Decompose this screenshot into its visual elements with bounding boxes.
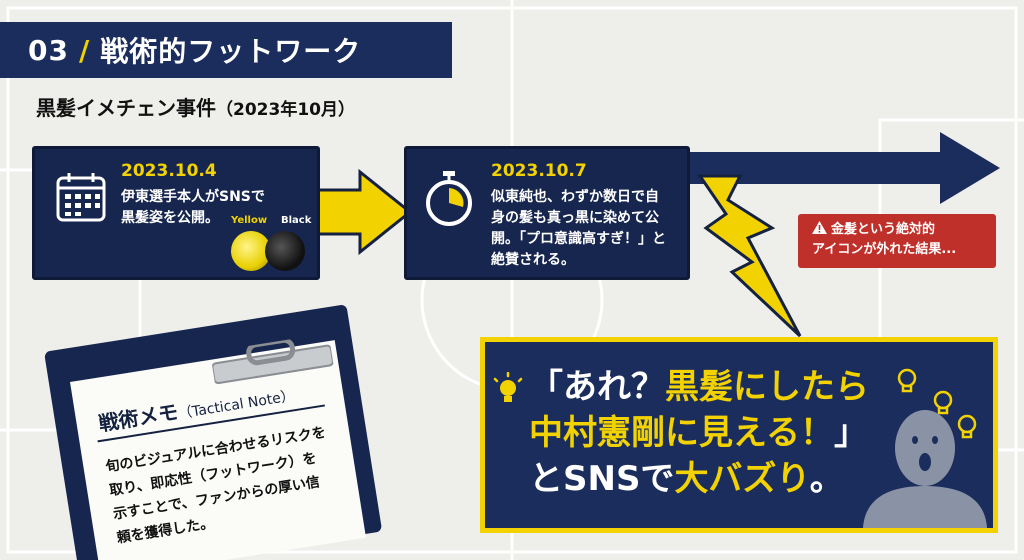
- event-card-1: 2023.10.4 伊東選手本人がSNSで 黒髪姿を公開。 Yellow Bla…: [32, 146, 320, 280]
- lightbulb-icon: [493, 372, 523, 402]
- subtitle-text: 黒髪イメチェン事件: [36, 96, 216, 120]
- event-text: 伊東選手本人がSNSで 黒髪姿を公開。: [121, 187, 265, 229]
- swatch-black: [265, 231, 305, 271]
- timeline-arrow: [640, 132, 1000, 204]
- event-date: 2023.10.7: [491, 161, 587, 181]
- quote-highlight-3: 大バズり: [674, 459, 810, 499]
- title-slash: /: [78, 33, 91, 67]
- warning-box: 金髪という絶対的 アイコンが外れた結果...: [798, 214, 996, 268]
- quote-highlight-2: 中村憲剛に見える！: [529, 413, 834, 453]
- event-card-2: 2023.10.7 似東純也、わずか数日で自 身の髪も真っ黒に染めて公 開。「プ…: [404, 146, 690, 280]
- surprised-person-icon: [863, 410, 987, 528]
- memo-title-en: （Tactical Note）: [177, 388, 296, 423]
- subtitle: 黒髪イメチェン事件（2023年10月）: [36, 92, 355, 121]
- event-line: 黒髪姿を公開。: [121, 210, 219, 226]
- quote-highlight-1: 黒髪にしたら: [665, 367, 869, 407]
- swatch-black-label: Black: [281, 215, 312, 226]
- event-text: 似東純也、わずか数日で自 身の髪も真っ黒に染めて公 開。「プロ意識高すぎ！」と …: [491, 187, 666, 271]
- quote-text: 「あれ？黒髪にしたら 中村憲剛に見える！」 とSNSで大バズり。: [529, 364, 869, 502]
- warning-text-1: 金髪という絶対的: [831, 222, 936, 237]
- lightning-bolt-icon: [697, 174, 802, 338]
- memo-title: 戦術メモ（Tactical Note）: [96, 377, 296, 437]
- event-line: 開。「プロ意識高すぎ！」と: [491, 231, 666, 247]
- yellow-connector-arrow: [314, 168, 413, 256]
- event-line: 伊東選手本人がSNSで: [121, 189, 265, 205]
- quote-open: 「あれ？: [529, 367, 665, 407]
- swatch-yellow-label: Yellow: [231, 215, 268, 226]
- event-line: 絶賛される。: [491, 252, 575, 268]
- lightbulbs-icon: [897, 368, 977, 439]
- yellow-black-swatch: [231, 231, 307, 271]
- quote-period: 。: [809, 459, 844, 499]
- quote-line-1: 「あれ？黒髪にしたら: [529, 364, 869, 410]
- quote-sns: とSNSで: [529, 459, 675, 499]
- memo-body: 旬のビジュアルに合わせるリスクを 取り、即応性（フットワーク）を 示すことで、フ…: [104, 419, 352, 551]
- section-title-bar: 03 / 戦術的フットワーク: [0, 22, 452, 78]
- section-number: 03: [28, 33, 69, 67]
- quote-line-3: とSNSで大バズり。: [529, 456, 869, 502]
- event-date: 2023.10.4: [121, 161, 217, 181]
- quote-line-2: 中村憲剛に見える！」: [529, 410, 869, 456]
- event-line: 似東純也、わずか数日で自: [491, 189, 659, 205]
- swatch-yellow: [231, 231, 271, 271]
- warning-icon: [812, 221, 827, 234]
- event-line: 身の髪も真っ黒に染めて公: [491, 210, 659, 226]
- stopwatch-icon: [426, 171, 472, 226]
- quote-box: 「あれ？黒髪にしたら 中村憲剛に見える！」 とSNSで大バズり。: [480, 337, 998, 533]
- subtitle-date: （2023年10月）: [216, 100, 355, 120]
- warning-text-2: アイコンが外れた結果...: [812, 242, 957, 257]
- section-title: 戦術的フットワーク: [100, 35, 362, 68]
- clipboard-clip-icon: [211, 337, 334, 385]
- calendar-icon: [56, 173, 106, 222]
- quote-close: 」: [833, 413, 868, 453]
- warning-line: 金髪という絶対的: [812, 220, 996, 240]
